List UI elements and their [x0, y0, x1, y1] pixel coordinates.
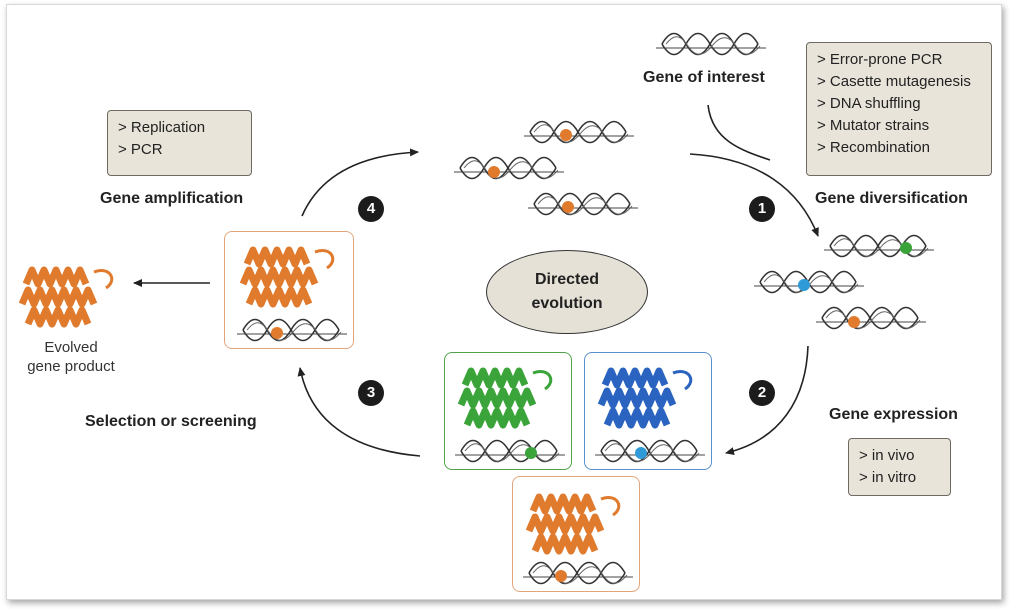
- dna-helix-icon: [594, 439, 706, 463]
- dna-helix-icon: [522, 561, 634, 585]
- mutation-dot-icon: [488, 166, 500, 178]
- mutation-dot-icon: [562, 201, 574, 213]
- method-item: > in vivo: [859, 447, 915, 464]
- mutation-dot-icon: [900, 242, 912, 254]
- protein-icon: [243, 250, 333, 304]
- dna-helix-icon: [236, 318, 348, 342]
- arrow-icon: [297, 367, 421, 457]
- evolved-line-2: gene product: [27, 358, 115, 375]
- arrow-icon: [689, 153, 819, 237]
- gene-amplification-label: Gene amplification: [100, 190, 244, 207]
- mutation-dot-icon: [560, 129, 572, 141]
- green-variant-card: [444, 352, 572, 470]
- arrow-icon: [707, 104, 771, 161]
- arrow-icon: [725, 345, 809, 456]
- gene-diversification-label: Gene diversification: [815, 190, 968, 207]
- method-item: > Error-prone PCR: [817, 51, 943, 68]
- evolved-line-1: Evolved: [44, 339, 98, 356]
- arrow-icon: [301, 148, 419, 217]
- orange-variant-card: [512, 476, 640, 592]
- center-line-2: evolution: [531, 295, 603, 312]
- diversification-methods-box: > Error-prone PCR > Casette mutagenesis …: [806, 42, 992, 176]
- protein-icon: [529, 497, 619, 551]
- expression-methods-box: > in vivo > in vitro: [848, 438, 951, 496]
- directed-evolution-ellipse: Directed evolution: [486, 250, 648, 334]
- dna-helix-icon: [453, 156, 565, 180]
- gene-expression-label: Gene expression: [829, 406, 958, 423]
- step-badge-4: 4: [358, 196, 384, 222]
- mutation-dot-icon: [555, 570, 567, 582]
- selection-screening-label: Selection or screening: [85, 413, 257, 430]
- protein-icon: [461, 371, 551, 425]
- mutation-dot-icon: [798, 279, 810, 291]
- mutation-dot-icon: [635, 447, 647, 459]
- mutation-dot-icon: [525, 447, 537, 459]
- selected-variant-card: [224, 231, 354, 349]
- method-item: > DNA shuffling: [817, 95, 921, 112]
- method-item: > PCR: [118, 141, 163, 158]
- blue-variant-card: [584, 352, 712, 470]
- dna-helix-icon: [523, 120, 635, 144]
- step-badge-2: 2: [749, 380, 775, 406]
- method-item: > Replication: [118, 119, 206, 136]
- method-item: > Mutator strains: [817, 117, 930, 134]
- step-badge-1: 1: [749, 196, 775, 222]
- mutation-dot-icon: [848, 316, 860, 328]
- method-item: > in vitro: [859, 469, 917, 486]
- method-item: > Casette mutagenesis: [817, 73, 971, 90]
- center-line-1: Directed: [534, 271, 600, 288]
- dna-helix-icon: [655, 32, 767, 56]
- dna-helix-icon: [815, 306, 927, 330]
- dna-helix-icon: [454, 439, 566, 463]
- evolved-gene-product-label: Evolved gene product: [16, 338, 126, 376]
- amplification-methods-box: > Replication > PCR: [107, 110, 252, 176]
- method-item: > Recombination: [817, 139, 930, 156]
- dna-helix-icon: [823, 234, 935, 258]
- dna-helix-icon: [527, 192, 639, 216]
- protein-icon: [601, 371, 691, 425]
- mutation-dot-icon: [271, 327, 283, 339]
- gene-of-interest-label: Gene of interest: [643, 69, 765, 86]
- step-badge-3: 3: [358, 380, 384, 406]
